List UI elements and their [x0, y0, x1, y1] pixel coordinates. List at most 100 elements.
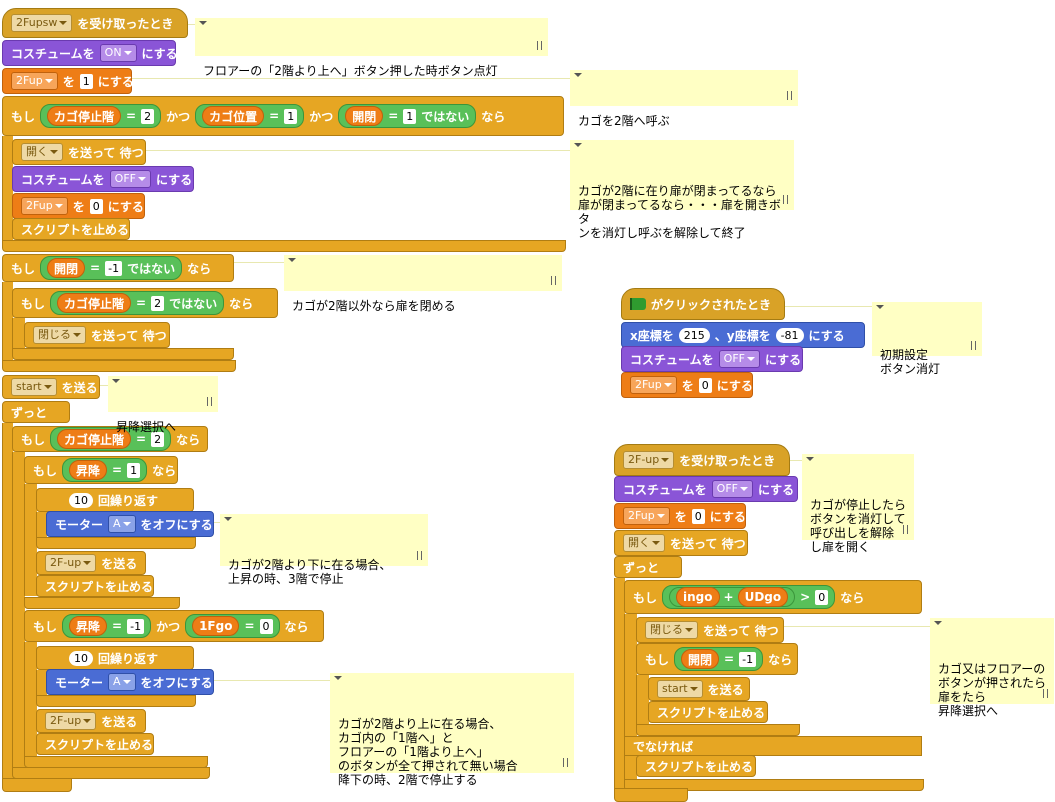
stop-script-block[interactable]: スクリプトを止める: [12, 218, 130, 240]
value-input[interactable]: 2: [151, 431, 165, 447]
variable-dropdown[interactable]: 2Fup: [21, 197, 68, 215]
collapse-triangle-icon[interactable]: [334, 676, 342, 684]
value-input[interactable]: 2: [141, 108, 155, 124]
motor-dropdown[interactable]: A: [108, 673, 136, 691]
broadcast-2fup-block[interactable]: 2F-up を送る: [36, 709, 146, 733]
value-input[interactable]: -1: [739, 651, 757, 667]
resize-handle-icon[interactable]: [563, 758, 568, 767]
if-block-1[interactable]: もし カゴ停止階 = 2 かつ カゴ位置 = 1 かつ 開閉 = 1 ではない …: [2, 96, 564, 136]
if-block-6[interactable]: もし 昇降 = -1 かつ 1Fgo = 0 なら: [24, 610, 324, 642]
collapse-triangle-icon[interactable]: [112, 379, 120, 387]
resize-handle-icon[interactable]: [971, 341, 976, 350]
value-input[interactable]: 0: [691, 508, 705, 524]
message-dropdown[interactable]: start: [657, 680, 703, 698]
value-input[interactable]: 1: [127, 462, 141, 478]
collapse-triangle-icon[interactable]: [574, 73, 582, 81]
set-2fup-1-block[interactable]: 2Fup を 1 にする: [2, 68, 134, 94]
y-input[interactable]: -81: [775, 327, 804, 343]
broadcast-2fup-block[interactable]: 2F-up を送る: [36, 551, 146, 575]
message-dropdown[interactable]: start: [11, 378, 57, 396]
set-2fup-0-block[interactable]: 2Fup を 0 にする: [621, 372, 753, 398]
door-reporter[interactable]: 開閉: [47, 258, 86, 278]
motor-off-block[interactable]: モーター A をオフにする: [46, 669, 214, 695]
when-received-2fupsw-block[interactable]: 2Fupsw を受け取ったとき: [2, 8, 188, 38]
collapse-triangle-icon[interactable]: [224, 517, 232, 525]
broadcast-wait-open-block[interactable]: 開く を送って 待つ: [12, 139, 146, 165]
value-input[interactable]: 0: [259, 618, 273, 634]
updown-reporter[interactable]: 昇降: [69, 460, 108, 480]
stop-script-block[interactable]: スクリプトを止める: [36, 575, 154, 597]
value-input[interactable]: 0: [698, 377, 712, 393]
if-block-5[interactable]: もし 昇降 = 1 なら: [24, 456, 178, 484]
value-input[interactable]: -1: [105, 260, 123, 276]
repeat-block[interactable]: 10 回繰り返す: [36, 488, 194, 512]
switch-costume-off-block[interactable]: コスチュームを OFF にする: [12, 166, 194, 192]
stop-script-block[interactable]: スクリプトを止める: [648, 701, 768, 723]
broadcast-wait-close-block[interactable]: 閉じる を送って 待つ: [24, 322, 170, 348]
message-dropdown[interactable]: 閉じる: [645, 621, 698, 639]
resize-handle-icon[interactable]: [417, 551, 422, 560]
message-dropdown[interactable]: 開く: [21, 143, 63, 161]
value-input[interactable]: 1: [79, 73, 93, 89]
costume-dropdown[interactable]: ON: [99, 44, 137, 62]
if-block-4[interactable]: もし カゴ停止階 = 2 なら: [12, 426, 208, 452]
repeat-count-input[interactable]: 10: [69, 492, 93, 508]
value-input[interactable]: 0: [815, 589, 829, 605]
resize-handle-icon[interactable]: [207, 397, 212, 406]
resize-handle-icon[interactable]: [551, 276, 556, 285]
udgo-reporter[interactable]: UDgo: [737, 587, 789, 607]
switch-costume-on-block[interactable]: コスチュームを ON にする: [2, 40, 178, 66]
message-dropdown[interactable]: 閉じる: [33, 326, 86, 344]
variable-dropdown[interactable]: 2Fup: [623, 507, 670, 525]
switch-costume-off-block[interactable]: コスチュームを OFF にする: [614, 476, 798, 502]
collapse-triangle-icon[interactable]: [876, 305, 884, 313]
set-2fup-0-block[interactable]: 2Fup を 0 にする: [614, 503, 746, 529]
1fgo-reporter[interactable]: 1Fgo: [192, 616, 240, 636]
variable-dropdown[interactable]: 2Fup: [630, 376, 677, 394]
ingo-reporter[interactable]: ingo: [676, 587, 720, 607]
costume-dropdown[interactable]: OFF: [718, 350, 760, 368]
resize-handle-icon[interactable]: [537, 41, 542, 50]
broadcast-wait-open-block[interactable]: 開く を送って 待つ: [614, 530, 748, 556]
message-dropdown[interactable]: 2F-up: [45, 712, 97, 730]
repeat-count-input[interactable]: 10: [69, 650, 93, 666]
switch-costume-off-block[interactable]: コスチュームを OFF にする: [621, 346, 803, 372]
stop-floor-reporter[interactable]: カゴ停止階: [47, 106, 122, 126]
stop-floor-reporter[interactable]: カゴ停止階: [57, 429, 132, 449]
costume-dropdown[interactable]: OFF: [711, 480, 753, 498]
if-block-door[interactable]: もし 開閉 = -1 なら: [636, 643, 798, 675]
value-input[interactable]: 2: [151, 295, 165, 311]
collapse-triangle-icon[interactable]: [934, 621, 942, 629]
collapse-triangle-icon[interactable]: [288, 258, 296, 266]
x-input[interactable]: 215: [678, 327, 710, 343]
value-input[interactable]: 1: [284, 108, 298, 124]
value-input[interactable]: 1: [403, 108, 417, 124]
value-input[interactable]: -1: [127, 618, 145, 634]
collapse-triangle-icon[interactable]: [806, 457, 814, 465]
collapse-triangle-icon[interactable]: [574, 143, 582, 151]
updown-reporter[interactable]: 昇降: [69, 616, 108, 636]
resize-handle-icon[interactable]: [787, 91, 792, 100]
goto-xy-block[interactable]: x座標を 215 、y座標を -81 にする: [621, 322, 865, 348]
door-reporter[interactable]: 開閉: [681, 649, 720, 669]
broadcast-wait-close-block[interactable]: 閉じる を送って 待つ: [636, 617, 784, 643]
message-dropdown[interactable]: 開く: [623, 534, 665, 552]
if-block-3[interactable]: もし カゴ停止階 = 2 ではない なら: [12, 288, 278, 318]
when-flag-clicked-block[interactable]: がクリックされたとき: [621, 288, 785, 320]
resize-handle-icon[interactable]: [783, 195, 788, 204]
message-dropdown[interactable]: 2F-up: [623, 451, 675, 469]
variable-dropdown[interactable]: 2Fup: [11, 72, 58, 90]
if-else-block[interactable]: もし ingo + UDgo > 0 なら: [624, 580, 922, 614]
message-dropdown[interactable]: 2Fupsw: [11, 14, 73, 32]
broadcast-start-block[interactable]: start を送る: [648, 677, 750, 701]
position-reporter[interactable]: カゴ位置: [202, 106, 265, 126]
stop-script-block[interactable]: スクリプトを止める: [636, 755, 756, 777]
door-reporter[interactable]: 開閉: [345, 106, 384, 126]
motor-dropdown[interactable]: A: [108, 515, 136, 533]
stop-floor-reporter[interactable]: カゴ停止階: [57, 293, 132, 313]
costume-dropdown[interactable]: OFF: [109, 170, 151, 188]
repeat-block[interactable]: 10 回繰り返す: [36, 646, 194, 670]
resize-handle-icon[interactable]: [1043, 689, 1048, 698]
set-2fup-0-block[interactable]: 2Fup を 0 にする: [12, 193, 145, 219]
broadcast-start-block[interactable]: start を送る: [2, 375, 100, 399]
